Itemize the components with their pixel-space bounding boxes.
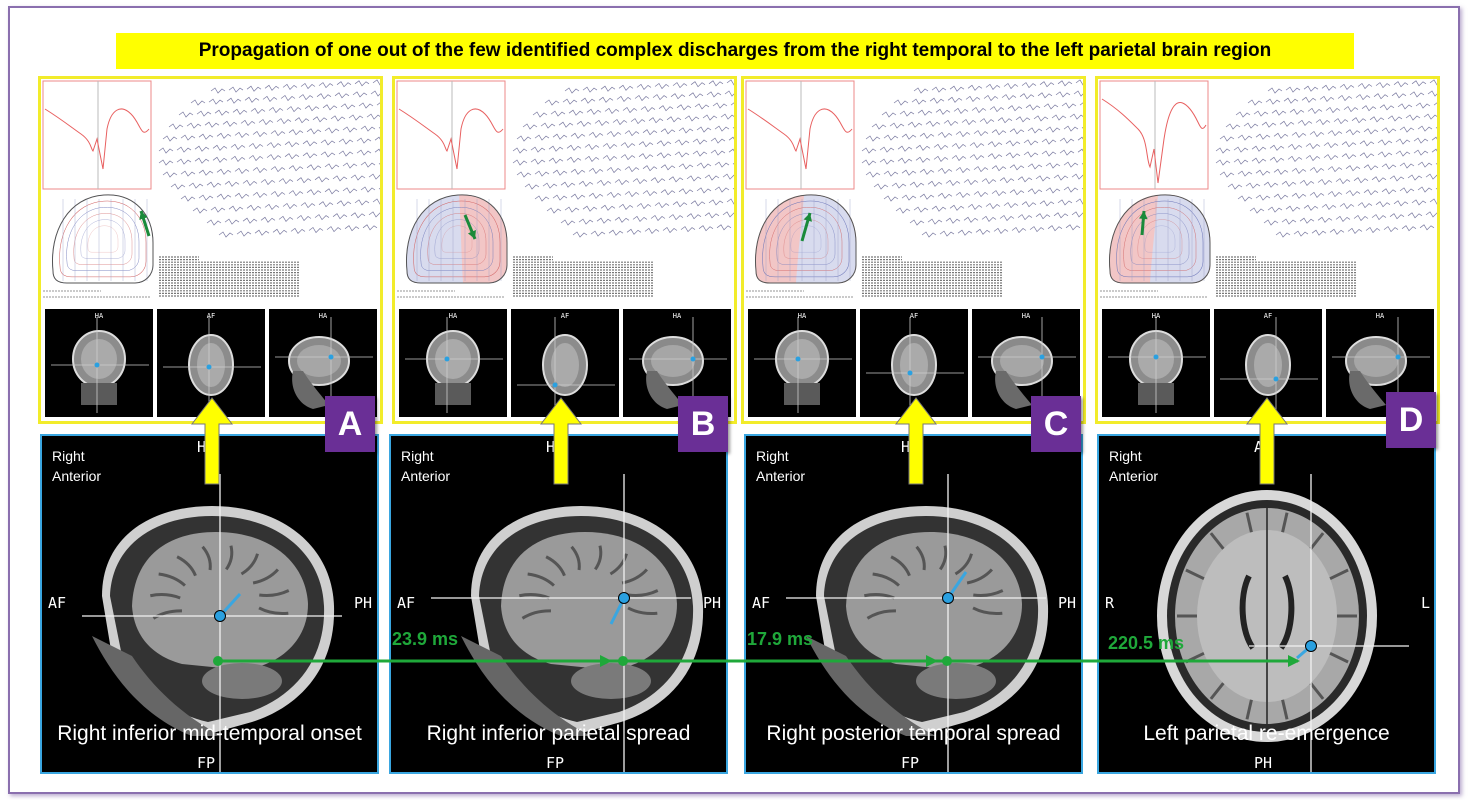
thumbnail-orientation-label: HA — [1376, 312, 1385, 320]
waveform-box — [745, 80, 855, 190]
thumbnail-orientation-label: HA — [673, 312, 682, 320]
panel-label-a: A — [325, 396, 375, 452]
direction-left: AF — [752, 594, 771, 612]
thumbnail-orientation-label: AF — [910, 312, 918, 320]
thumbnail-orientation-label: HA — [319, 312, 328, 320]
mri-thumbnail: HA — [623, 309, 731, 417]
slice-caption: Right posterior temporal spread — [766, 722, 1061, 745]
thumbnail-orientation-label: AF — [207, 312, 215, 320]
direction-bottom: FP — [901, 754, 920, 772]
slice-caption: Left parietal re-emergence — [1143, 722, 1390, 745]
meg-panel-c: HA AF HA — [741, 76, 1086, 424]
meg-panel-a: HA AF HA — [38, 76, 383, 424]
mri-thumbnail-row: HA AF HA — [744, 309, 1083, 421]
thumbnail-orientation-label: HA — [798, 312, 807, 320]
fit-parameters-block — [159, 256, 299, 297]
mri-thumbnail: HA — [1102, 309, 1210, 417]
field-map — [396, 79, 734, 298]
dipole-location-marker — [214, 610, 226, 622]
mri-thumbnail: HA — [399, 309, 507, 417]
waveform-trace — [398, 108, 504, 170]
mri-thumbnail: AF — [511, 309, 619, 417]
sensor-array — [861, 79, 1083, 238]
panel-label-c: C — [1031, 396, 1081, 452]
mri-thumbnail-row: HA AF HA — [41, 309, 380, 421]
waveform-box — [1099, 80, 1209, 190]
direction-right: PH — [354, 594, 373, 612]
head-field-model — [1108, 194, 1211, 284]
head-field-model — [405, 194, 508, 284]
mri-thumbnail: HA — [45, 309, 153, 417]
field-map — [745, 79, 1083, 298]
mri-scan-image — [431, 474, 704, 772]
mri-thumbnail: HA — [1326, 309, 1434, 417]
direction-left: AF — [397, 594, 416, 612]
thumbnail-orientation-label: AF — [561, 312, 569, 320]
waveform-trace — [747, 108, 853, 170]
waveform-trace — [1101, 98, 1207, 184]
thumbnail-orientation-label: HA — [449, 312, 458, 320]
slice-caption: Right inferior parietal spread — [426, 722, 691, 745]
mri-thumbnail: AF — [157, 309, 265, 417]
field-map — [1099, 79, 1437, 298]
mri-thumbnail: AF — [860, 309, 968, 417]
sensor-array — [158, 79, 380, 238]
direction-top: HA — [901, 438, 920, 456]
mri-scan-image — [786, 474, 1049, 772]
mri-scan-image — [1157, 474, 1409, 772]
dipole-location-marker — [942, 592, 954, 604]
thumbnail-orientation-label: HA — [1022, 312, 1031, 320]
fit-parameters-block — [1216, 256, 1356, 297]
direction-top: AF — [1254, 438, 1273, 456]
meg-panel-b: HA AF HA — [392, 76, 737, 424]
sensor-array — [512, 79, 734, 238]
direction-top: HA — [197, 438, 216, 456]
field-map — [42, 79, 380, 298]
thumbnail-orientation-label: HA — [95, 312, 104, 320]
slice-caption: Right inferior mid-temporal onset — [57, 722, 362, 745]
direction-right: PH — [703, 594, 722, 612]
panel-label-b: B — [678, 396, 728, 452]
thumbnail-orientation-label: HA — [1152, 312, 1161, 320]
waveform-box — [42, 80, 152, 190]
direction-left: R — [1105, 594, 1115, 612]
dipole-location-marker — [618, 592, 630, 604]
figure-title: Propagation of one out of the few identi… — [116, 33, 1354, 69]
direction-right: L — [1421, 594, 1431, 612]
mri-thumbnail: HA — [748, 309, 856, 417]
direction-bottom: FP — [197, 754, 216, 772]
mri-thumbnail-row: HA AF HA — [1098, 309, 1437, 421]
thumbnail-orientation-label: AF — [1264, 312, 1272, 320]
mri-thumbnail: AF — [1214, 309, 1322, 417]
direction-top: HA — [546, 438, 565, 456]
direction-bottom: FP — [546, 754, 565, 772]
mri-thumbnail-row: HA AF HA — [395, 309, 734, 421]
fit-parameters-block — [862, 256, 1002, 297]
fit-parameters-block — [513, 256, 653, 297]
dipole-location-marker — [1305, 640, 1317, 652]
waveform-trace — [44, 108, 150, 170]
mri-scan-image — [82, 474, 342, 772]
direction-right: PH — [1058, 594, 1077, 612]
meg-panel-d: HA AF HA — [1095, 76, 1440, 424]
sensor-array — [1215, 79, 1437, 238]
head-field-model — [51, 194, 154, 284]
direction-left: AF — [48, 594, 67, 612]
panel-label-d: D — [1386, 392, 1436, 448]
waveform-box — [396, 80, 506, 190]
head-field-model — [754, 194, 857, 284]
direction-bottom: PH — [1254, 754, 1273, 772]
